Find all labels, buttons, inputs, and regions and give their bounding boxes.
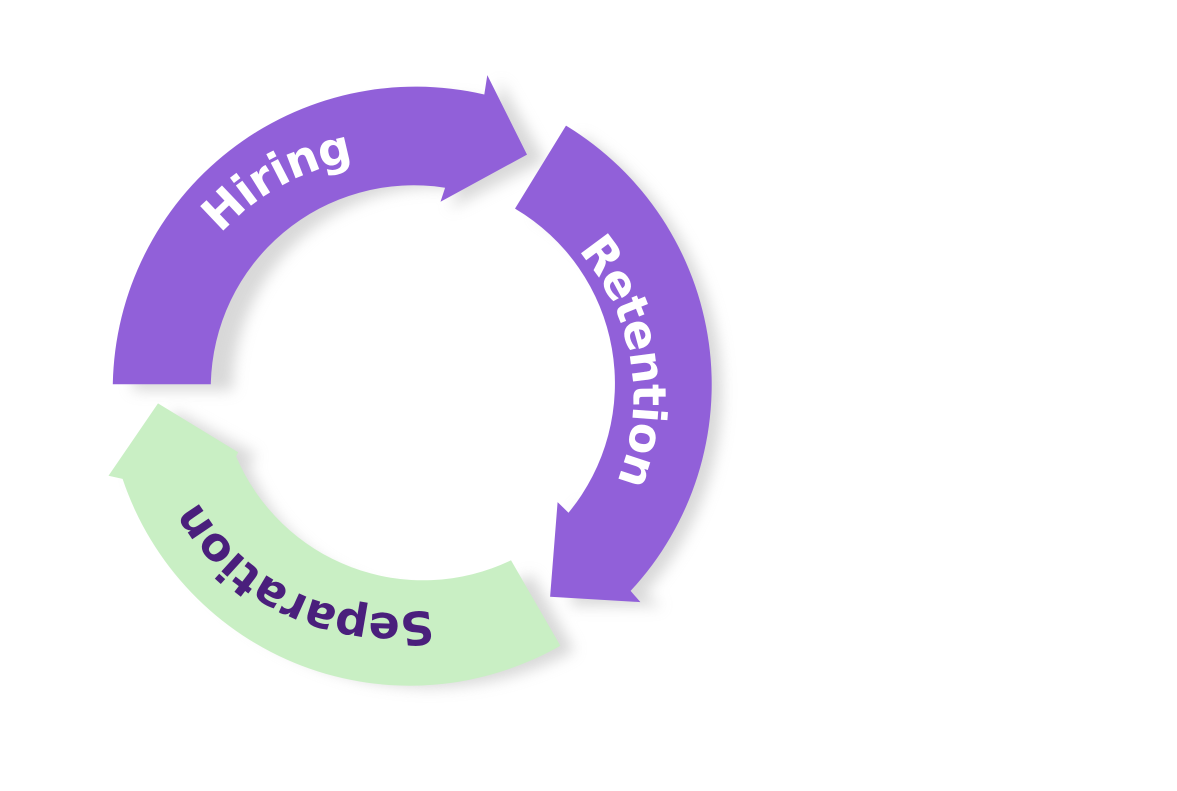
retention-arrow[interactable]: [515, 125, 712, 603]
hiring-arrow[interactable]: [112, 75, 528, 385]
separation-arrow[interactable]: [108, 403, 561, 686]
